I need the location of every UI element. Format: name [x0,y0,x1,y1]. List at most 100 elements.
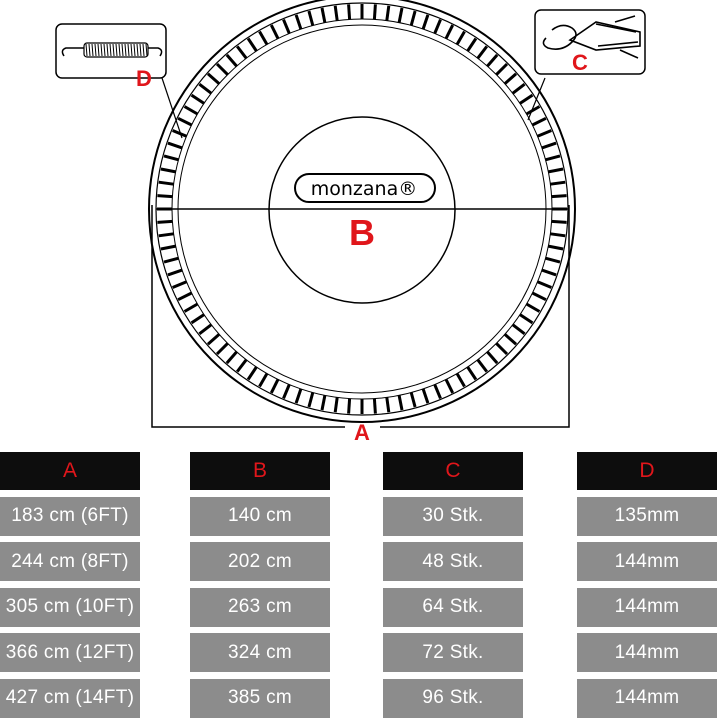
spring [550,180,566,186]
spring [536,129,552,138]
spring [320,395,327,411]
column-d-cell: 144mm [577,633,717,672]
spring [347,4,352,20]
spring [525,105,541,116]
spring [206,333,221,346]
column-a-header: A [0,452,140,490]
column-b-cell: 324 cm [190,633,330,672]
spring [258,30,269,46]
spring [495,342,509,356]
column-a-cell: 305 cm (10FT) [0,587,140,627]
spring [246,37,258,52]
spring [545,154,561,162]
spring [177,116,193,127]
spring [551,219,567,224]
spring [163,256,179,264]
spring [409,392,417,408]
spring [385,5,391,21]
column-b-cell: 263 cm [190,587,330,627]
spring [215,62,229,76]
spring [486,350,499,365]
spring [225,53,238,68]
spring [190,93,205,105]
spring [198,323,213,335]
spring [167,268,183,277]
spring [503,333,518,346]
spring [455,372,466,388]
spring [206,72,221,85]
spring [347,398,352,414]
column-d-cell: 144mm [577,542,717,581]
trampoline-diagram: A monzana® B D C [55,0,646,445]
logo-badge [294,173,436,203]
column-c-header: C [383,452,523,490]
spring [519,313,534,325]
spring [333,5,339,21]
spring-ring [157,4,567,414]
column-a-cell: 427 cm (14FT) [0,678,140,718]
spring [444,378,455,394]
spring [466,37,478,52]
spring [541,141,557,150]
column-d-cell: 144mm [577,587,717,627]
spring [525,302,541,313]
spring [236,358,248,373]
spring [536,280,552,289]
column-b-cell: 385 cm [190,678,330,718]
spring [190,313,205,325]
spring [160,244,176,251]
spring [421,14,430,30]
spring [157,219,173,224]
brand-logo: monzana® [311,178,417,200]
column-b-header: B [190,452,330,490]
column-d-cell: 144mm [577,678,717,718]
dimension-a-bracket [151,205,570,428]
spring [246,366,258,381]
column-c-cell: 96 Stk. [383,678,523,718]
spring [476,45,488,60]
spring [320,7,327,23]
column-b-cell: 140 cm [190,496,330,536]
callout-d-leader [161,77,183,139]
spring [541,268,557,277]
spring [550,232,566,238]
spring [167,141,183,150]
spring [486,53,499,68]
column-c-cell: 64 Stk. [383,587,523,627]
spring [294,14,303,30]
column-c-cell: 72 Stk. [383,633,523,672]
spring [183,302,199,313]
column-a: A 183 cm (6FT) 244 cm (8FT) 305 cm (10FT… [0,452,140,718]
column-a-cell: 366 cm (12FT) [0,633,140,672]
spring [307,392,315,408]
spring [177,291,193,302]
column-a-cell: 183 cm (6FT) [0,496,140,536]
spring [385,397,391,413]
spring [163,154,179,162]
spring [409,10,417,26]
spring [236,45,248,60]
spring [160,167,176,174]
spring [433,383,442,399]
spring [531,291,547,302]
spring [531,116,547,127]
spring [476,358,488,373]
spring [495,62,509,76]
column-a-cell: 244 cm (8FT) [0,542,140,581]
column-d: D 135mm 144mm 144mm 144mm 144mm [577,452,717,718]
spring [548,244,564,251]
spring [455,30,466,46]
outer-frame-ring [148,0,576,423]
spring [519,93,534,105]
spring [548,167,564,174]
spring [157,194,173,199]
spring [172,129,188,138]
spring [397,395,404,411]
column-b-cell: 202 cm [190,542,330,581]
spring [183,105,199,116]
label-a: A [354,420,370,445]
callout-c-box [534,9,646,75]
spring [158,232,174,238]
label-c: C [572,50,588,75]
spring [307,10,315,26]
